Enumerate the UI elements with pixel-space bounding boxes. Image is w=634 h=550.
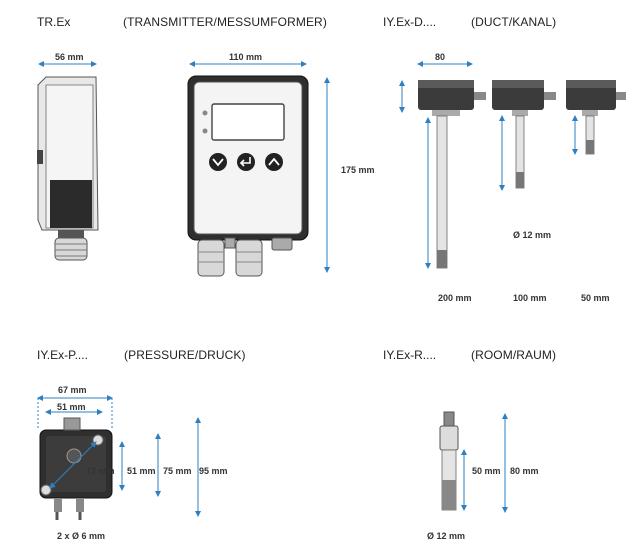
dim-duct-probe-diameter: Ø 12 mm	[513, 230, 552, 240]
duct-50-device	[566, 80, 626, 155]
duct-100-device	[492, 80, 556, 191]
pressure-code: IY.Ex-P....	[37, 348, 88, 362]
dim-duct-len-100: 100 mm	[513, 293, 547, 303]
dim-duct-len-200: 200 mm	[438, 293, 472, 303]
dim-pressure-diagonal: 72 mm	[86, 466, 115, 476]
room-caption: (ROOM/RAUM)	[471, 348, 557, 362]
dim-room-h50: 50 mm	[472, 466, 501, 476]
dim-tr-depth: 56 mm	[55, 52, 84, 62]
dim-tr-width: 110 mm	[229, 52, 263, 62]
dim-room-diameter: Ø 12 mm	[427, 531, 466, 541]
dim-pressure-ports: 2 x Ø 6 mm	[57, 531, 106, 541]
transmitter-front-view	[187, 61, 330, 277]
dim-pressure-outer-width: 67 mm	[58, 385, 87, 395]
duct-code: IY.Ex-D....	[383, 15, 437, 29]
dim-pressure-h51: 51 mm	[127, 466, 156, 476]
room-code: IY.Ex-R....	[383, 348, 437, 362]
dim-room-h80: 80 mm	[510, 466, 539, 476]
room-device	[439, 411, 508, 513]
dim-pressure-inner-width: 51 mm	[57, 402, 86, 412]
pressure-device	[37, 395, 201, 520]
transmitter-side-view	[37, 61, 99, 261]
duct-caption: (DUCT/KANAL)	[471, 15, 557, 29]
dim-duct-width: 80	[435, 52, 446, 62]
pressure-caption: (PRESSURE/DRUCK)	[124, 348, 246, 362]
dim-duct-len-50: 50 mm	[581, 293, 610, 303]
dim-pressure-h75: 75 mm	[163, 466, 192, 476]
duct-200-device	[399, 61, 486, 269]
transmitter-code: TR.Ex	[37, 15, 71, 29]
transmitter-caption: (TRANSMITTER/MESSUMFORMER)	[123, 15, 327, 29]
dim-tr-height: 175 mm	[341, 165, 375, 175]
dim-pressure-h95: 95 mm	[199, 466, 228, 476]
